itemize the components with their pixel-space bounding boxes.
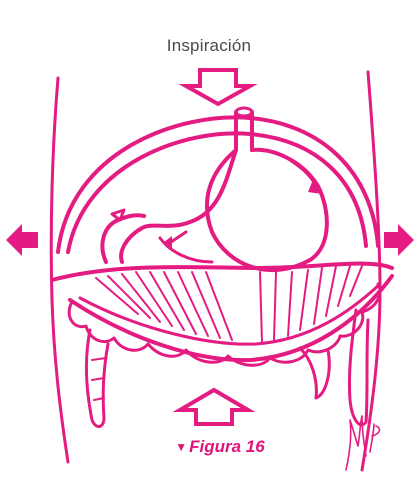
arrow-up-icon	[180, 390, 248, 424]
arrow-down-icon	[186, 70, 250, 104]
stomach	[102, 108, 326, 270]
caption-triangle-icon: ▼	[175, 440, 187, 454]
figure-caption: ▼Figura 16	[120, 437, 320, 457]
figure-caption-text: Figura 16	[189, 437, 265, 456]
transverse-colon	[52, 264, 392, 366]
arrow-left-icon	[6, 224, 38, 256]
arrow-right-icon	[384, 224, 414, 256]
